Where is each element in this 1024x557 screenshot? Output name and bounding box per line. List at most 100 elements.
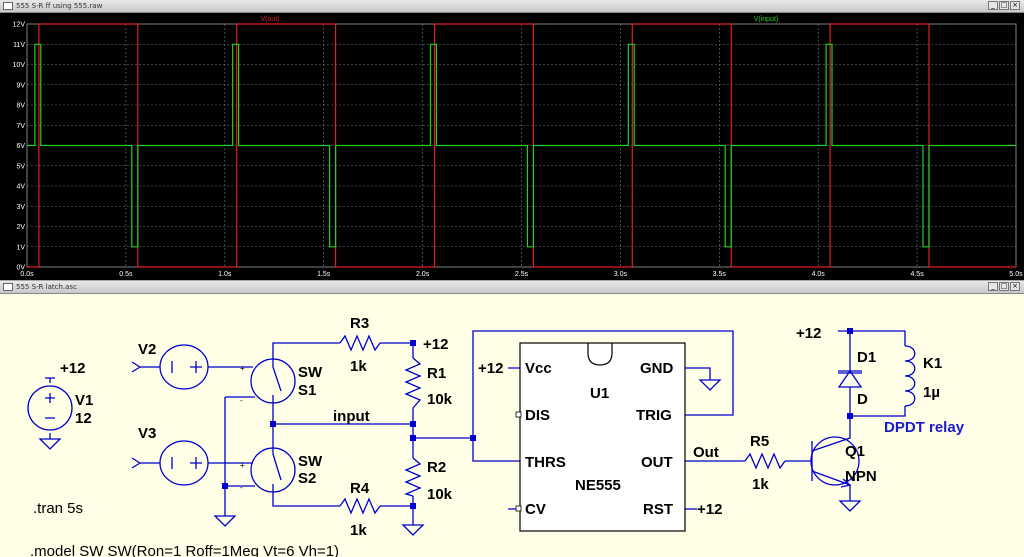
pin-trig-label: TRIG — [636, 407, 672, 424]
close-button[interactable]: × — [1010, 1, 1020, 10]
trace-label-vout[interactable]: V(out) — [260, 16, 279, 23]
r1-value-label: 10k — [427, 391, 453, 408]
plot-background — [0, 13, 1024, 280]
x-tick-label: 1.5s — [317, 271, 331, 278]
y-tick-label: 3V — [16, 204, 25, 211]
y-tick-label: 7V — [16, 123, 25, 130]
plot-window-title: 555 S-R ff using 555.raw — [16, 2, 103, 10]
waveform-doc-icon — [3, 2, 13, 10]
r3-name-label: R3 — [350, 315, 369, 332]
npn-transistor-q1[interactable] — [810, 436, 860, 486]
r4-value-label: 1k — [350, 522, 367, 539]
r2-name-label: R2 — [427, 459, 446, 476]
schematic-background — [0, 294, 1024, 557]
x-tick-label: 3.5s — [713, 271, 727, 278]
pin-rst-label: RST — [643, 501, 673, 518]
junction-dots — [222, 328, 853, 509]
plot-window: 555 S-R ff using 555.raw _ □ × V(out) V(… — [0, 0, 1024, 280]
y-tick-label: 2V — [16, 224, 25, 231]
resistor-r3 — [339, 334, 381, 352]
v3-name-label: V3 — [138, 425, 156, 442]
switch-s1[interactable]: + - — [240, 358, 296, 405]
component-labels: +12 V1 12 V2 V3 SW S1 SW S2 R3 1k R4 1k … — [30, 315, 965, 557]
svg-text:-: - — [240, 396, 243, 405]
s1-name-label: S1 — [298, 382, 316, 399]
schematic-doc-icon — [3, 283, 13, 291]
schematic-canvas[interactable]: + - + - — [0, 294, 1024, 557]
schematic-window-title: 555 S-R latch.asc — [16, 283, 77, 291]
schematic-window: 555 S-R latch.asc _ □ × — [0, 281, 1024, 557]
r5-value-label: 1k — [752, 476, 769, 493]
x-tick-label: 4.0s — [812, 271, 826, 278]
trace-label-vinput[interactable]: V(input) — [754, 16, 779, 23]
pin-thrs-label: THRS — [525, 454, 566, 471]
v1-supply-label: +12 — [60, 360, 85, 377]
x-tick-label: 0.5s — [119, 271, 133, 278]
input-net-label: input — [333, 408, 370, 425]
minimize-button[interactable]: _ — [988, 1, 998, 10]
u1-name-label: U1 — [590, 385, 609, 402]
plot-series — [27, 23, 1016, 268]
y-tick-label: 9V — [16, 82, 25, 89]
y-tick-label: 12V — [13, 22, 26, 29]
x-tick-label: 0.0s — [20, 271, 34, 278]
rst-supply-label: +12 — [697, 501, 722, 518]
u1-part-label: NE555 — [575, 477, 621, 494]
y-tick-label: 8V — [16, 103, 25, 110]
plot-ticks: 0.0s 0.5s 1.0s 1.5s 2.0s 2.5s 3.0s 3.5s 4.0s 4.5s… — [13, 22, 1024, 279]
svg-text:+: + — [240, 364, 245, 373]
x-tick-label: 3.0s — [614, 271, 628, 278]
x-tick-label: 4.5s — [910, 271, 924, 278]
y-tick-label: 10V — [13, 62, 26, 69]
r5-name-label: R5 — [750, 433, 769, 450]
x-tick-label: 2.0s — [416, 271, 430, 278]
ne555-chip[interactable] — [515, 342, 686, 532]
y-tick-label: 1V — [16, 244, 25, 251]
model-directive: .model SW SW(Ron=1 Roff=1Meg Vt=6 Vh=1) — [30, 543, 339, 557]
pin-vcc-label: Vcc — [525, 360, 552, 377]
schematic-window-titlebar[interactable]: 555 S-R latch.asc _ □ × — [0, 281, 1024, 294]
k1-value-label: 1µ — [923, 384, 940, 401]
switch-s2[interactable]: + - — [240, 446, 296, 493]
relay-coil-k1[interactable] — [904, 345, 916, 407]
k1-name-label: K1 — [923, 355, 942, 372]
top-rail-label: +12 — [423, 336, 448, 353]
series-vinput-trace — [27, 43, 1016, 248]
plot-window-titlebar[interactable]: 555 S-R ff using 555.raw _ □ × — [0, 0, 1024, 13]
tran-directive: .tran 5s — [33, 500, 83, 517]
voltage-source-v3[interactable] — [131, 440, 209, 486]
r4-name-label: R4 — [350, 480, 370, 497]
q1-name-label: Q1 — [845, 443, 865, 460]
voltage-source-v2[interactable] — [131, 344, 209, 390]
diode-d1[interactable] — [837, 355, 863, 391]
relay-note-label: DPDT relay — [884, 419, 965, 436]
v1-name-label: V1 — [75, 392, 93, 409]
s1-type-label: SW — [298, 364, 323, 381]
out-net-label: Out — [693, 444, 719, 461]
waveform-plot[interactable]: V(out) V(input) 0.0s 0.5s 1.0s 1.5s 2.0s 2.5s… — [0, 13, 1024, 280]
x-tick-label: 2.5s — [515, 271, 529, 278]
r2-value-label: 10k — [427, 486, 453, 503]
v2-name-label: V2 — [138, 341, 156, 358]
s2-name-label: S2 — [298, 470, 316, 487]
svg-text:-: - — [240, 483, 243, 492]
close-button[interactable]: × — [1010, 282, 1020, 291]
vcc-supply-label: +12 — [478, 360, 503, 377]
pin-dis-label: DIS — [525, 407, 550, 424]
minimize-button[interactable]: _ — [988, 282, 998, 291]
y-tick-label: 5V — [16, 163, 25, 170]
resistor-r2 — [404, 457, 422, 497]
resistor-r5 — [744, 452, 786, 470]
maximize-button[interactable]: □ — [999, 282, 1009, 291]
resistors — [339, 334, 786, 515]
y-tick-label: 4V — [16, 184, 25, 191]
v1-value-label: 12 — [75, 410, 92, 427]
s2-type-label: SW — [298, 453, 323, 470]
maximize-button[interactable]: □ — [999, 1, 1009, 10]
pin-cv-label: CV — [525, 501, 546, 518]
pin-gnd-label: GND — [640, 360, 674, 377]
relay-supply-label: +12 — [796, 325, 821, 342]
voltage-source-v1[interactable] — [27, 385, 73, 431]
ground-symbols — [38, 379, 862, 536]
x-tick-label: 1.0s — [218, 271, 232, 278]
